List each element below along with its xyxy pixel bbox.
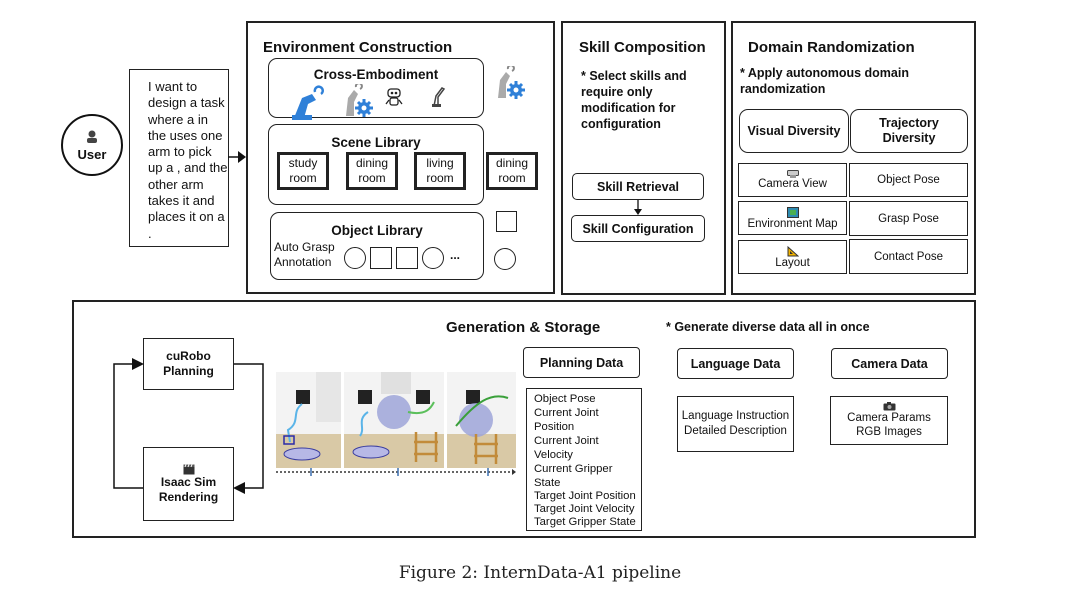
environment-title: Environment Construction — [263, 39, 453, 56]
map-icon — [786, 206, 799, 218]
object-square — [396, 247, 418, 269]
cross-embodiment-title: Cross-Embodiment — [313, 67, 439, 82]
visual-item-camera-view: Camera View — [738, 163, 847, 197]
planning-rendering-loop-arrows — [113, 358, 264, 494]
scene-library-title: Scene Library — [331, 135, 421, 150]
visual-item-environment-map: Environment Map — [738, 201, 847, 235]
object-ellipsis: ... — [450, 248, 461, 262]
trajectory-item-grasp-pose: Grasp Pose — [849, 201, 968, 236]
skill-configuration-box: Skill Configuration — [571, 215, 705, 242]
object-square — [370, 247, 392, 269]
skill-composition-note: * Select skills and require only modific… — [581, 69, 687, 131]
camera-icon — [883, 402, 895, 411]
object-shapes: ... — [344, 247, 460, 269]
object-circle — [422, 247, 444, 269]
camera-data-header: Camera Data — [831, 348, 948, 379]
skill-retrieval-box: Skill Retrieval — [572, 173, 704, 200]
robot-arm-gear-icon — [346, 84, 373, 117]
curobo-planning-box: cuRobo Planning — [143, 338, 234, 390]
user-request-text: I want to design a task where a in the u… — [148, 79, 228, 241]
robot-arm-gear-icon-outside — [498, 66, 525, 99]
visual-diversity-header: Visual Diversity — [739, 109, 849, 153]
industrial-arm-icon — [432, 87, 446, 107]
camera-icon — [786, 170, 799, 178]
object-square-outside — [496, 211, 517, 232]
skill-composition-panel — [561, 21, 726, 295]
isaac-sim-rendering-box: Isaac Sim Rendering — [143, 447, 234, 521]
language-data-list: Language Instruction Detailed Descriptio… — [677, 396, 794, 452]
planning-data-header: Planning Data — [523, 347, 640, 378]
visual-item-layout: Layout — [738, 240, 847, 274]
object-library-title: Object Library — [331, 223, 423, 238]
trajectory-item-contact-pose: Contact Pose — [849, 239, 968, 274]
arrow-to-environment — [228, 151, 246, 163]
domain-randomization-note: * Apply autonomous domain randomization — [740, 66, 909, 96]
user-icon — [87, 130, 97, 143]
skill-arrow — [634, 200, 642, 215]
object-circle-outside — [494, 248, 516, 270]
user-request-box: I want to design a task where a in the u… — [129, 69, 229, 247]
humanoid-robot-icon — [385, 88, 403, 106]
clapperboard-icon — [183, 463, 194, 474]
sim-frame-3 — [447, 372, 516, 468]
planning-data-list: Object Pose Current Joint Position Curre… — [526, 388, 642, 531]
trajectory-item-object-pose: Object Pose — [849, 163, 968, 197]
domain-randomization-title: Domain Randomization — [748, 39, 915, 56]
figure-caption: Figure 2: InternData-A1 pipeline — [398, 563, 682, 583]
generation-title: Generation & Storage — [446, 319, 601, 336]
user-label: User — [77, 146, 107, 162]
simulation-frames-image — [276, 372, 516, 476]
object-circle — [344, 247, 366, 269]
user-node: User — [61, 114, 123, 176]
robot-arm-blue-icon — [292, 85, 324, 120]
sim-frame-1 — [276, 372, 341, 468]
sim-frame-2 — [344, 372, 444, 468]
generation-note: * Generate diverse data all in once — [666, 320, 870, 334]
skill-composition-title: Skill Composition — [579, 39, 706, 56]
camera-data-list: Camera Params RGB Images — [830, 396, 948, 445]
set-square-icon — [787, 245, 799, 256]
language-data-header: Language Data — [677, 348, 794, 379]
trajectory-diversity-header: Trajectory Diversity — [850, 109, 968, 153]
